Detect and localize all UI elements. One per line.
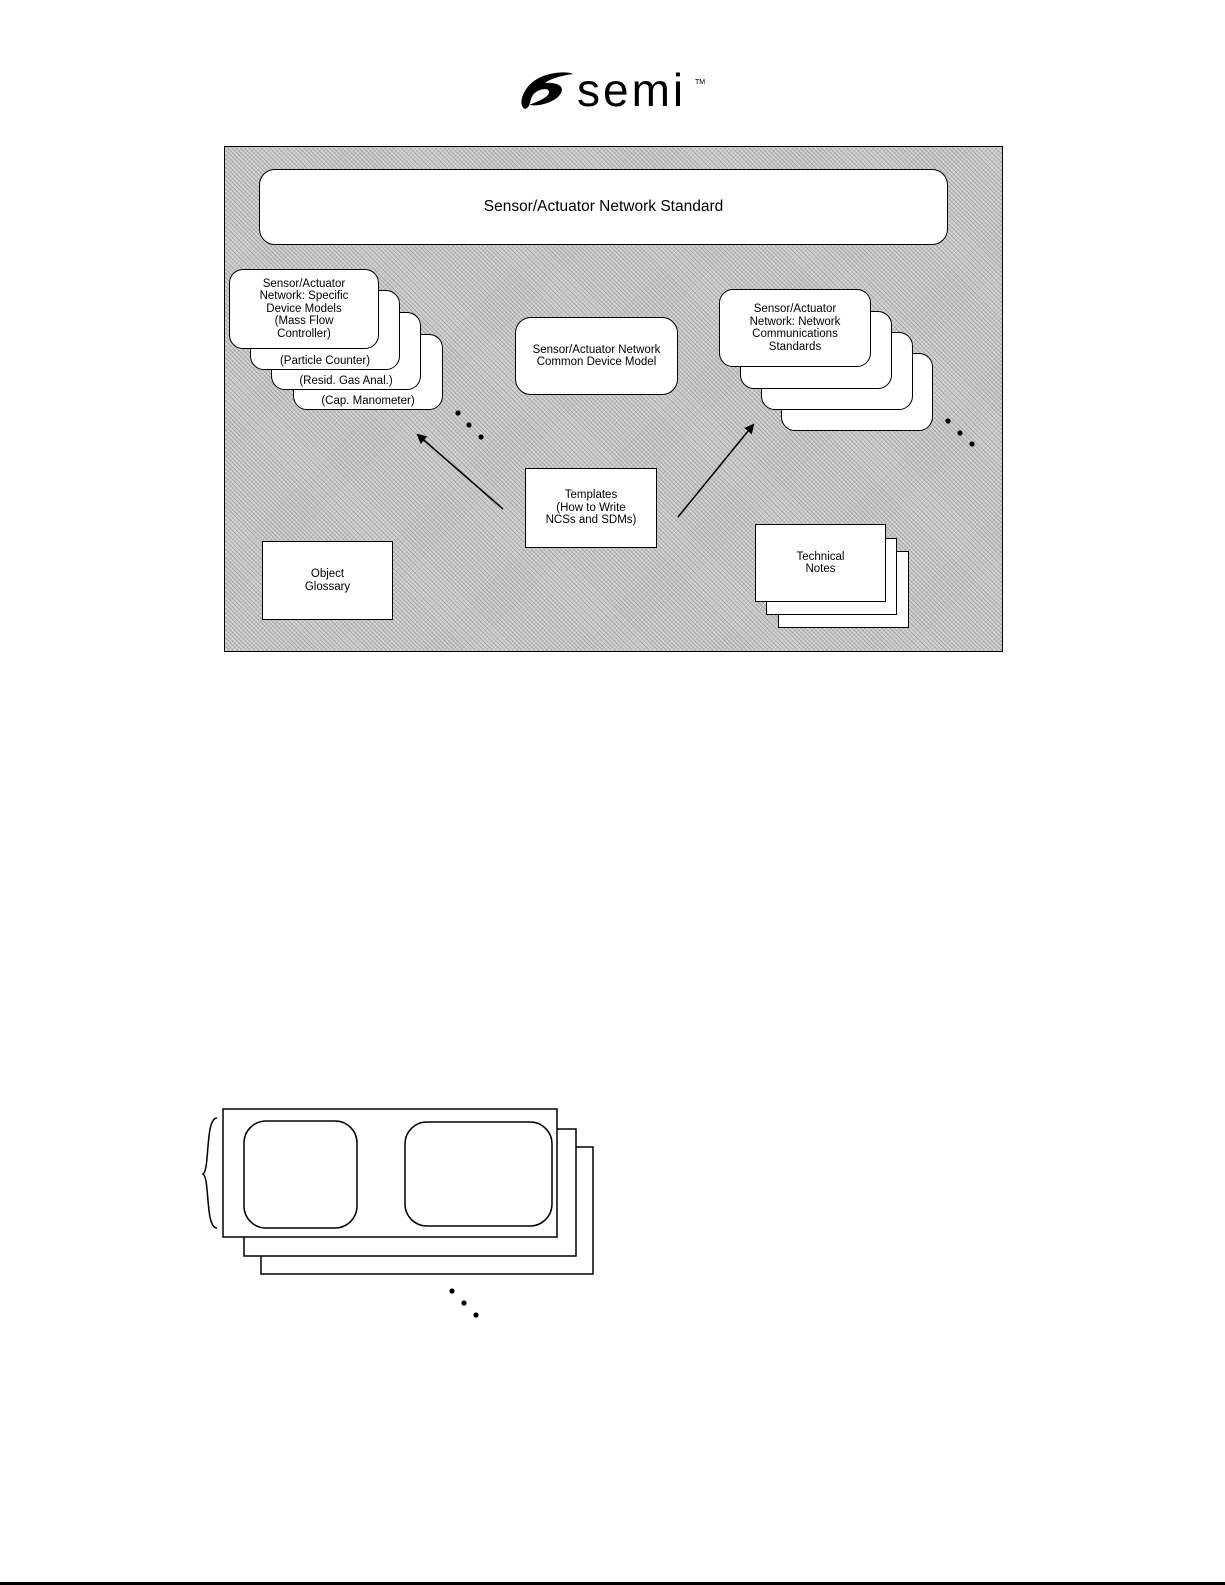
resid-gas-label: (Resid. Gas Anal.) — [299, 374, 393, 387]
stacked-page-back — [260, 1146, 594, 1275]
continuation-dot — [945, 418, 951, 424]
footer-rule — [0, 1582, 1225, 1585]
common-device-model-box: Sensor/Actuator Network Common Device Mo… — [515, 317, 678, 395]
logo-wordmark: semi — [577, 64, 687, 116]
network-comm-standards-card: Sensor/Actuator Network: Network Communi… — [719, 289, 871, 367]
technical-notes-label: Technical Notes — [796, 550, 845, 576]
curly-brace-icon — [201, 1117, 218, 1229]
cap-manometer-label: (Cap. Manometer) — [321, 394, 415, 407]
templates-to-comm-standards-arrow — [677, 423, 755, 518]
rounded-block-left — [243, 1120, 358, 1229]
continuation-dot — [478, 434, 484, 440]
standard-title: Sensor/Actuator Network Standard — [483, 197, 724, 215]
continuation-dot — [449, 1288, 455, 1294]
continuation-dot — [455, 410, 461, 416]
object-glossary-box: Object Glossary — [262, 541, 393, 620]
logo-trademark: TM — [695, 79, 706, 86]
rounded-block-right — [404, 1121, 553, 1227]
common-device-model-label: Sensor/Actuator Network Common Device Mo… — [532, 343, 661, 369]
standard-title-box: Sensor/Actuator Network Standard — [259, 169, 948, 245]
semi-logo-mark-icon — [521, 72, 573, 109]
stacked-page-front — [222, 1108, 558, 1238]
continuation-dot — [957, 430, 963, 436]
stacked-page-middle — [243, 1128, 577, 1257]
network-comm-standards-label: Sensor/Actuator Network: Network Communi… — [749, 303, 841, 353]
templates-to-device-models-arrow — [416, 433, 504, 510]
network-standard-diagram: Sensor/Actuator Network Standard (Cap. M… — [224, 146, 1003, 652]
continuation-dot — [461, 1300, 467, 1306]
continuation-dot — [969, 441, 975, 447]
diagram-connectors — [416, 410, 975, 518]
specific-device-models-label: Sensor/Actuator Network: Specific Device… — [259, 277, 349, 340]
semi-logo: semi TM — [515, 65, 715, 115]
specific-device-models-card: Sensor/Actuator Network: Specific Device… — [229, 269, 379, 349]
technical-notes-card: Technical Notes — [755, 524, 886, 602]
particle-counter-label: (Particle Counter) — [279, 354, 371, 367]
object-glossary-label: Object Glossary — [304, 568, 351, 593]
continuation-dot — [473, 1312, 479, 1318]
templates-label: Templates (How to Write NCSs and SDMs) — [545, 489, 637, 527]
continuation-dot — [466, 422, 472, 428]
templates-box: Templates (How to Write NCSs and SDMs) — [525, 468, 657, 548]
